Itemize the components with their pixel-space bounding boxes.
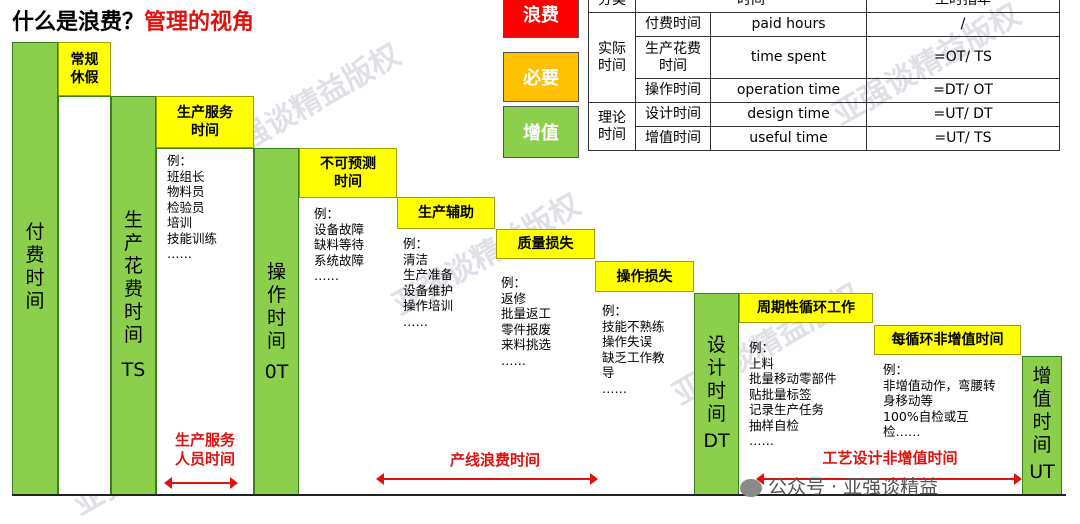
table-row: 增值时间 useful time =UT/ TS	[589, 126, 1060, 151]
page-title: 什么是浪费？管理的视角	[12, 4, 254, 36]
legend-necessary: 必要	[503, 52, 579, 102]
example-service: 例： 班组长 物料员 检验员 培训 技能训练 ……	[167, 153, 218, 261]
table-cell: =DT/ OT	[866, 78, 1060, 103]
table-cell: 生产花费 时间	[635, 36, 711, 79]
example-nonvalue: 例： 非增值动作，弯腰转 身移动等 100%自检或互 检……	[883, 362, 996, 439]
title-part2: 管理的视角	[144, 10, 255, 35]
footer-text: 公众号 · 亚强谈精益	[768, 476, 939, 498]
box-quality-loss: 质量损失	[496, 229, 595, 259]
table-header-row: 分类 时间 工时指年	[588, 0, 1060, 13]
bar-paid-label: 付费时间	[25, 221, 45, 312]
box-production-aux: 生产辅助	[397, 197, 495, 229]
holiday-column	[58, 96, 111, 496]
example-aux: 例： 清洁 生产准备 设备维护 操作培训 ……	[403, 236, 454, 329]
wechat-icon	[740, 478, 762, 497]
box-operation-loss: 操作损失	[595, 261, 694, 292]
example-cycle: 例： 上料 批量移动零部件 贴批量标签 记录生产任务 抽样自检 ……	[749, 340, 837, 448]
bar-ot-code: 0T	[264, 361, 289, 383]
box-service-time: 生产服务时间	[156, 96, 254, 148]
bar-design-time: 设计时间 DT	[694, 293, 739, 496]
table-cell: =UT/ DT	[866, 102, 1060, 127]
service-column	[156, 148, 254, 496]
time-table: 分类 时间 工时指年 实际 时间 付费时间 paid hours / 生产花费 …	[588, 0, 1060, 151]
table-row: 理论 时间 设计时间 design time =UT/ DT	[588, 102, 1060, 151]
table-cell: =OT/ TS	[866, 36, 1060, 79]
box-holiday: 常规休假	[58, 42, 111, 96]
table-cell: operation time	[710, 78, 867, 103]
label-line-waste: 产线浪费时间	[449, 451, 540, 469]
example-operation: 例： 技能不熟练 操作失误 缺乏工作教 导 ……	[602, 303, 665, 396]
label-process-design: 工艺设计非增值时间	[822, 449, 958, 467]
bar-useful-time: 增值时间 UT	[1022, 356, 1062, 496]
table-cell: design time	[710, 102, 867, 127]
bar-time-spent: 生产花费时间 TS	[111, 96, 156, 496]
table-group-theory: 理论 时间	[588, 102, 636, 151]
table-cell: useful time	[710, 126, 867, 151]
table-group-actual: 实际 时间	[588, 12, 636, 103]
bar-operation-time: 操作时间 0T	[254, 148, 299, 496]
bar-ts-label: 生产花费时间	[123, 209, 143, 346]
bar-ut-label: 增值时间	[1032, 365, 1052, 456]
baseline	[12, 494, 1066, 496]
table-cell: /	[866, 12, 1060, 37]
arrow-service-staff	[164, 477, 238, 489]
table-cell: time spent	[710, 36, 867, 79]
bar-paid-time: 付费时间	[12, 42, 58, 496]
title-part1: 什么是浪费？	[12, 10, 145, 35]
table-row: 操作时间 operation time =DT/ OT	[589, 78, 1060, 103]
label-service-staff: 生产服务 人员时间	[174, 431, 235, 468]
legend-waste: 浪费	[503, 0, 579, 38]
footer-wechat: 公众号 · 亚强谈精益	[740, 472, 938, 499]
box-unforeseen-time: 不可预测时间	[299, 148, 397, 198]
example-quality: 例： 返修 批量返工 零件报废 来料挑选 ……	[501, 275, 552, 368]
legend-value: 增值	[503, 106, 579, 158]
bar-ts-code: TS	[121, 359, 146, 381]
arrow-line-waste	[376, 473, 598, 485]
box-cycle-work: 周期性循环工作	[739, 293, 873, 323]
table-header-cell: 工时指年	[866, 0, 1060, 13]
bar-dt-code: DT	[703, 430, 730, 452]
table-row: 实际 时间 付费时间 paid hours /	[588, 12, 1060, 103]
table-header-cell: 分类	[588, 0, 636, 13]
bar-dt-label: 设计时间	[706, 334, 726, 425]
box-nonvalue-time: 每循环非增值时间	[874, 325, 1021, 355]
bar-ut-code: UT	[1029, 461, 1055, 483]
arrow-process-design	[756, 473, 1022, 485]
table-cell: 增值时间	[635, 126, 711, 151]
table-cell: 操作时间	[635, 78, 711, 103]
table-cell: paid hours	[710, 12, 867, 37]
table-header-cell: 时间	[635, 0, 867, 13]
example-unforeseen: 例： 设备故障 缺料等待 系统故障 ……	[314, 206, 365, 283]
table-row: 生产花费 时间 time spent =OT/ TS	[589, 36, 1060, 79]
bar-ot-label: 操作时间	[266, 261, 286, 352]
table-cell: 设计时间	[635, 102, 711, 127]
table-cell: =UT/ TS	[866, 126, 1060, 151]
table-cell: 付费时间	[635, 12, 711, 37]
